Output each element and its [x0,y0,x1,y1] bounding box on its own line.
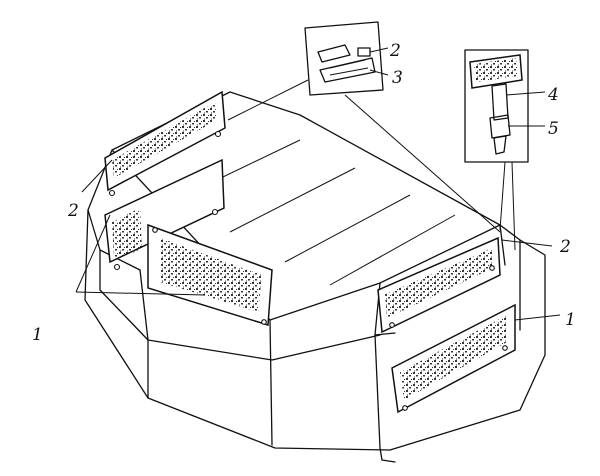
inset-detail-strap [464,49,529,251]
callout-2-right: 2 [559,237,571,257]
callout-leaders [75,47,561,321]
screen-right-lower [391,303,516,414]
screen-left-lower [104,158,225,271]
callout-5-inset: 5 [548,119,559,139]
callout-3-inset: 3 [392,68,403,88]
callout-1-right: 1 [565,310,576,330]
callout-4-inset: 4 [547,85,559,105]
screen-left-upper [104,90,226,197]
callout-labels: 2 1 2 1 2 3 4 5 [32,41,576,345]
callout-2-left: 2 [67,201,79,221]
screen-right-upper [377,236,501,334]
callout-2-inset: 2 [389,41,401,61]
inset-detail-fastener [227,21,501,233]
callout-1-left: 1 [32,325,43,345]
screen-left-front [147,223,273,326]
